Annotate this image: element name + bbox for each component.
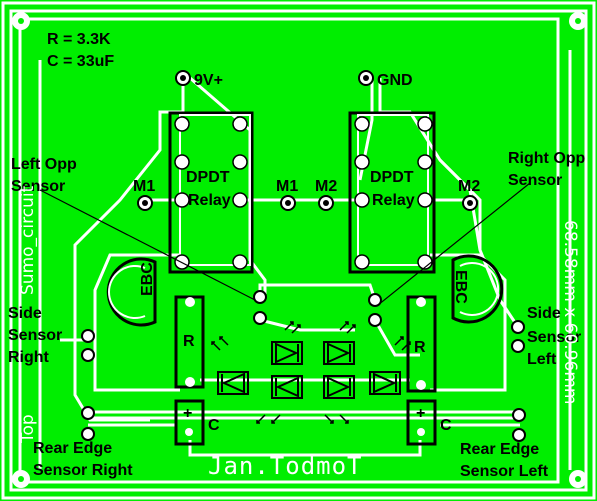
sensor-labels: Left Opp Sensor Right Opp Sensor Side Se… xyxy=(8,150,586,480)
led-icon xyxy=(217,371,249,395)
relay-left-title: DPDT xyxy=(186,169,230,186)
light-arrows xyxy=(211,321,411,424)
side-sensor-right-label: Right xyxy=(8,349,50,366)
led-icon xyxy=(369,371,401,395)
power-ground-label: GND xyxy=(377,72,413,89)
transistor-pin-label: EBC xyxy=(139,262,156,296)
motor-pads: M1 M1 M2 M2 xyxy=(133,178,480,211)
sensor-pads xyxy=(81,320,526,442)
side-sensor-left-label: Left xyxy=(527,351,557,368)
led-icon xyxy=(271,375,303,399)
left-opp-sensor-label: Left Opp xyxy=(11,156,77,173)
power-pads: 9V+ GND xyxy=(175,70,413,89)
capacitor-value-label: C = 33uF xyxy=(47,53,114,70)
relay-right: DPDT Relay xyxy=(348,111,436,274)
capacitor-plus-label: + xyxy=(416,405,425,422)
relay-pads xyxy=(174,116,433,270)
led-icon xyxy=(271,341,303,365)
resistor-label: R xyxy=(183,333,195,350)
power-positive-label: 9V+ xyxy=(194,72,223,89)
relay-left: DPDT Relay xyxy=(168,111,254,274)
right-opp-sensor-label: Right Opp xyxy=(508,150,586,167)
capacitor-label: C xyxy=(440,417,452,434)
transistor-right: EBC xyxy=(451,254,504,324)
motor-pin-label: M2 xyxy=(458,178,480,195)
mounting-holes xyxy=(12,12,587,488)
rear-edge-sensor-right-label: Sensor Right xyxy=(33,462,133,479)
relay-left-subtitle: Relay xyxy=(188,192,231,209)
board-dimensions-label: 68.58mm x 60.96mm xyxy=(560,220,580,404)
side-sensor-right-label: Sensor xyxy=(8,327,62,344)
copper-traces xyxy=(38,50,572,470)
led-icon xyxy=(323,341,355,365)
rear-edge-sensor-left-label: Sensor Left xyxy=(460,463,549,480)
right-opp-sensor-label: Sensor xyxy=(508,172,562,189)
side-sensor-right-label: Side xyxy=(8,305,42,322)
motor-pin-label: M1 xyxy=(276,178,298,195)
resistor-left: R xyxy=(174,295,205,389)
capacitor-plus-label: + xyxy=(183,405,192,422)
rear-edge-sensor-right-label: Rear Edge xyxy=(33,440,112,457)
relay-right-title: DPDT xyxy=(370,169,414,186)
transistor-left: EBC xyxy=(106,257,157,327)
led-icon xyxy=(323,375,355,399)
motor-pin-label: M2 xyxy=(315,178,337,195)
motor-pin-label: M1 xyxy=(133,178,155,195)
resistor-value-label: R = 3.3K xyxy=(47,31,111,48)
opp-sensor-pads xyxy=(253,290,382,327)
resistor-right: R xyxy=(406,295,437,393)
designer-signature: Jan.TodmoT xyxy=(208,452,363,480)
capacitor-left: + C xyxy=(174,399,220,446)
capacitor-label: C xyxy=(208,417,220,434)
layer-label: Top xyxy=(18,414,38,444)
side-sensor-left-label: Sensor xyxy=(527,329,581,346)
relay-right-subtitle: Relay xyxy=(372,192,415,209)
board-name-label: Sumo_circuit xyxy=(18,185,38,295)
transistor-pin-label: EBC xyxy=(452,270,469,304)
pointer-lines xyxy=(39,182,531,306)
resistor-label: R xyxy=(414,339,426,356)
capacitor-right: + C xyxy=(406,399,452,446)
rear-edge-sensor-left-label: Rear Edge xyxy=(460,441,539,458)
led-array xyxy=(217,341,401,399)
left-opp-sensor-label: Sensor xyxy=(11,178,65,195)
side-sensor-left-label: Side xyxy=(527,305,561,322)
